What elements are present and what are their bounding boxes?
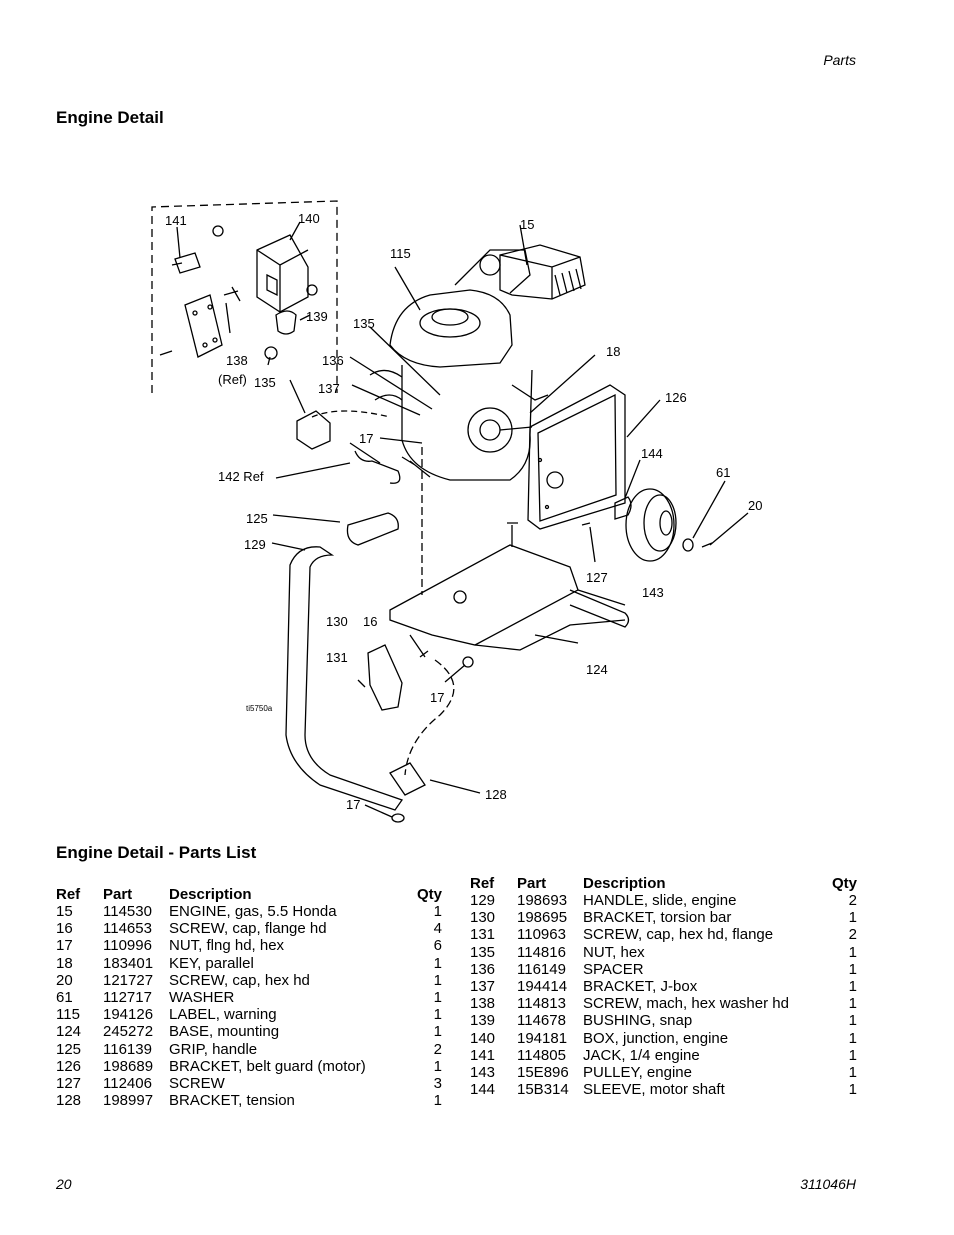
col-ref: Ref (56, 885, 81, 903)
air-filter (499, 244, 586, 300)
cover-plate (184, 294, 223, 358)
inset-box (151, 200, 338, 393)
callout-label: 140 (298, 211, 320, 226)
col-part: Part (517, 874, 547, 892)
callout-label: 131 (326, 650, 348, 665)
callout-label: 61 (716, 465, 730, 480)
callout-label: 124 (586, 662, 608, 677)
document-number: 311046H (800, 1176, 856, 1192)
sleeve (614, 496, 632, 520)
parts-list-heading: Engine Detail - Parts List (56, 843, 257, 862)
handle-grip (346, 512, 399, 546)
motor-shaft (569, 589, 630, 628)
tension-bracket (389, 762, 426, 796)
callout-label: 143 (642, 585, 664, 600)
callout-label: 17 (346, 797, 360, 812)
col-ref: Ref (470, 874, 495, 892)
bushing (275, 310, 297, 335)
callout-label: 16 (363, 614, 377, 629)
callout-label: 135 (353, 316, 375, 331)
col-description: Description (583, 874, 666, 892)
callout-label: (Ref) (218, 372, 247, 387)
callout-label: 144 (641, 446, 663, 461)
col-qty: Qty (416, 885, 442, 903)
callout-label: 126 (665, 390, 687, 405)
callout-label: 137 (318, 381, 340, 396)
callout-label: 125 (246, 511, 268, 526)
callout-label: 115 (390, 246, 411, 261)
callout-label: 142 Ref (218, 469, 264, 484)
callout-label: 130 (326, 614, 348, 629)
col-description: Description (169, 885, 252, 903)
engine-body (389, 289, 513, 368)
callout-label: 139 (306, 309, 328, 324)
jack (171, 252, 201, 274)
callout-label: 15 (520, 217, 534, 232)
page-number: 20 (56, 1176, 72, 1192)
callout-label: 141 (165, 213, 187, 228)
figure-id: ti5750a (246, 704, 273, 713)
pulley (625, 488, 675, 562)
jack-screw (349, 442, 401, 484)
callout-label: 128 (485, 787, 507, 802)
table-header-row: Ref Part Description Qty (56, 885, 442, 903)
running-header-section: Parts (823, 52, 856, 68)
callout-label: 138 (226, 353, 248, 368)
callout-label: 18 (606, 344, 620, 359)
callout-label: 20 (748, 498, 762, 513)
engine-exploded-diagram: 141 140 15 115 139 135 138 (Ref) 135 136… (151, 200, 762, 823)
belt-guard (527, 384, 626, 530)
slide-handle (285, 546, 404, 811)
jbox-bracket (296, 410, 331, 450)
callout-label: 136 (322, 353, 344, 368)
callout-label: 135 (254, 375, 276, 390)
callout-label: 17 (359, 431, 373, 446)
callout-label: 129 (244, 537, 266, 552)
mounting-base (389, 544, 579, 646)
table-header-row: Ref Part Description Qty (470, 874, 857, 892)
junction-box (256, 234, 309, 313)
engine-detail-heading: Engine Detail (56, 108, 164, 127)
col-part: Part (103, 885, 133, 903)
callout-label: 17 (430, 690, 444, 705)
col-qty: Qty (831, 874, 857, 892)
torsion-bracket (367, 644, 403, 711)
callout-label: 127 (586, 570, 608, 585)
